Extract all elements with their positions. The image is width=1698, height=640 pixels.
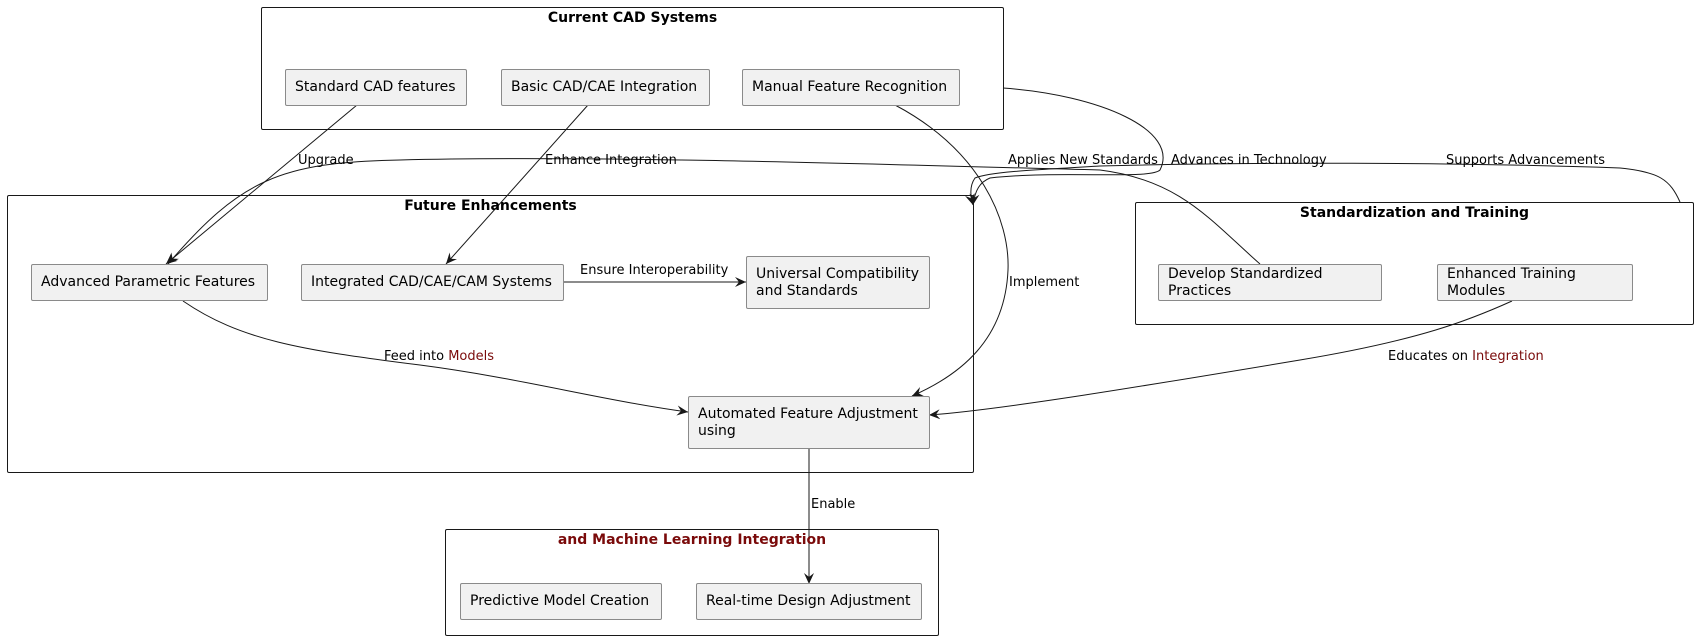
edge-label-educates-on: Educates on Integration [1388,349,1544,364]
node-develop-standardized-practices[interactable]: Develop Standardized Practices [1158,264,1382,301]
edge-label-text: Feed into [384,349,449,364]
node-standard-cad-features[interactable]: Standard CAD features [285,69,467,106]
node-advanced-parametric-features[interactable]: Advanced Parametric Features [31,264,268,301]
package-standardization-training: Standardization and Training [1135,202,1694,325]
edge-label-highlight: Integration [1472,349,1544,364]
edge-label-implement: Implement [1009,275,1080,290]
package-title: Standardization and Training [1299,205,1530,221]
edge-label-enable: Enable [811,497,856,512]
edge-label-feed-into: Feed into Models [384,349,494,364]
package-ml-integration: and Machine Learning Integration [445,529,939,636]
edge-label-enhance-integration: Enhance Integration [545,153,677,168]
edge-label-highlight: Models [448,349,494,364]
edge-feed-into [182,300,689,416]
edge-educates-on [928,300,1513,420]
edge-enhance-integration [445,104,589,265]
node-basic-cad-cae-integration[interactable]: Basic CAD/CAE Integration [501,69,710,106]
package-title: Future Enhancements [404,198,577,214]
edge-label-text: Educates on [1388,349,1473,364]
node-predictive-model-creation[interactable]: Predictive Model Creation [460,583,662,620]
edge-upgrade [165,104,358,265]
node-integrated-cad-cae-cam-systems[interactable]: Integrated CAD/CAE/CAM Systems [301,264,564,301]
node-universal-compatibility[interactable]: Universal Compatibility and Standards [746,256,930,309]
package-title: and Machine Learning Integration [557,532,827,548]
edge-label-supports-advancements: Supports Advancements [1446,153,1606,168]
edge-label-ensure-interoperability: Ensure Interoperability [580,263,729,278]
node-manual-feature-recognition[interactable]: Manual Feature Recognition [742,69,960,106]
edge-label-applies-standards: Applies New Standards [1008,153,1158,168]
node-realtime-design-adjustment[interactable]: Real-time Design Adjustment [696,583,922,620]
package-future-enhancements: Future Enhancements [7,195,974,473]
edge-label-advances-technology: Advances in Technology [1171,153,1327,168]
package-title: Current CAD Systems [547,10,718,26]
edge-label-upgrade: Upgrade [298,153,354,168]
edge-implement [894,104,1009,397]
edge-applies-standards [167,158,1261,265]
node-enhanced-training-modules[interactable]: Enhanced Training Modules [1437,264,1633,301]
package-current-cad-systems: Current CAD Systems [261,7,1004,130]
node-automated-feature-adjustment[interactable]: Automated Feature Adjustment using [688,396,930,449]
edge-supports-advancements [965,162,1681,206]
edge-advances-technology [969,87,1164,206]
